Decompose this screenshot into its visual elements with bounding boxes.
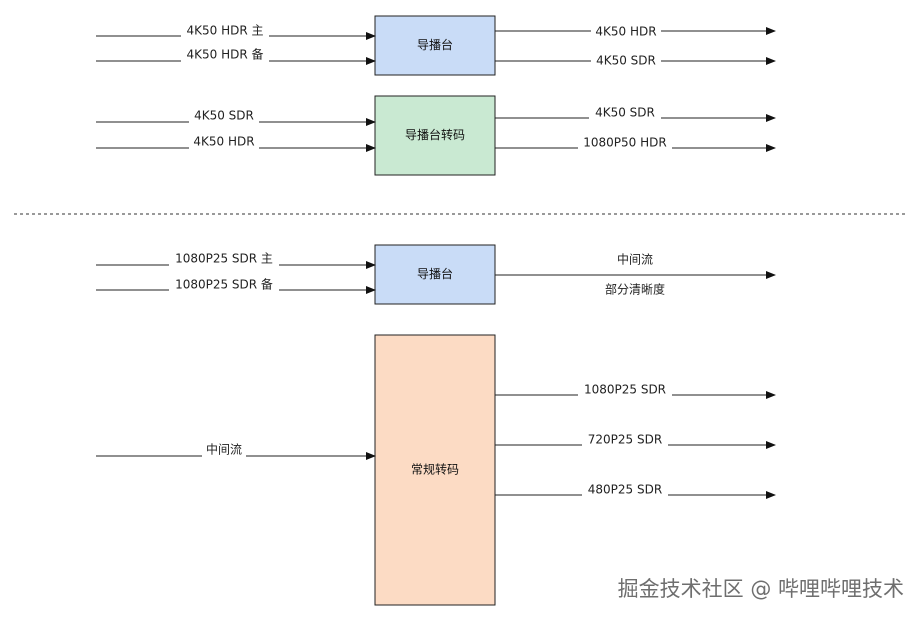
label-out-1080p50-hdr: 1080P50 HDR	[583, 136, 666, 150]
label-in-4k50-sdr: 4K50 SDR	[194, 109, 254, 123]
label-bg	[202, 443, 246, 457]
label-bg	[578, 383, 672, 397]
label-bg	[578, 136, 672, 150]
regular-transcode-box-label: 常规转码	[411, 462, 459, 477]
director-transcode-box-label: 导播台转码	[405, 127, 465, 142]
label-bg	[181, 48, 269, 62]
regular-transcode-box	[374, 334, 496, 606]
label-bg	[582, 433, 668, 447]
label-bg	[189, 109, 259, 123]
label-bg	[591, 25, 661, 39]
label-in-4k50-hdr: 4K50 HDR	[193, 135, 254, 149]
label-in-intermediate-stream: 中间流	[206, 442, 242, 457]
label-in-4k50-hdr-main: 4K50 HDR 主	[186, 24, 263, 38]
director-box-2-label: 导播台	[417, 266, 453, 281]
label-bg	[189, 135, 259, 149]
label-out-720p25-sdr: 720P25 SDR	[588, 433, 662, 447]
label-out2-4k50-sdr: 4K50 SDR	[595, 106, 655, 120]
label-out-partial-definition: 部分清晰度	[605, 282, 665, 297]
label-out-4k50-sdr: 4K50 SDR	[596, 54, 656, 68]
label-bg	[169, 278, 279, 292]
director-transcode-box	[374, 95, 496, 176]
label-out-480p25-sdr: 480P25 SDR	[588, 483, 662, 497]
director-box-1	[374, 15, 496, 76]
label-bg	[181, 24, 269, 38]
director-box-2	[374, 244, 496, 305]
director-box-1-label: 导播台	[417, 37, 453, 52]
label-bg	[582, 483, 668, 497]
label-out-intermediate-stream: 中间流	[617, 252, 653, 267]
label-bg	[591, 54, 661, 68]
label-bg	[169, 252, 279, 266]
label-in-4k50-hdr-backup: 4K50 HDR 备	[186, 48, 263, 62]
label-out-4k50-hdr: 4K50 HDR	[595, 25, 656, 39]
label-out-1080p25-sdr: 1080P25 SDR	[584, 383, 666, 397]
label-bg	[589, 106, 661, 120]
watermark-text: 掘金技术社区 @ 哔哩哔哩技术	[618, 577, 904, 601]
label-in-1080p25-sdr-backup: 1080P25 SDR 备	[175, 278, 273, 292]
label-in-1080p25-sdr-main: 1080P25 SDR 主	[175, 252, 273, 266]
